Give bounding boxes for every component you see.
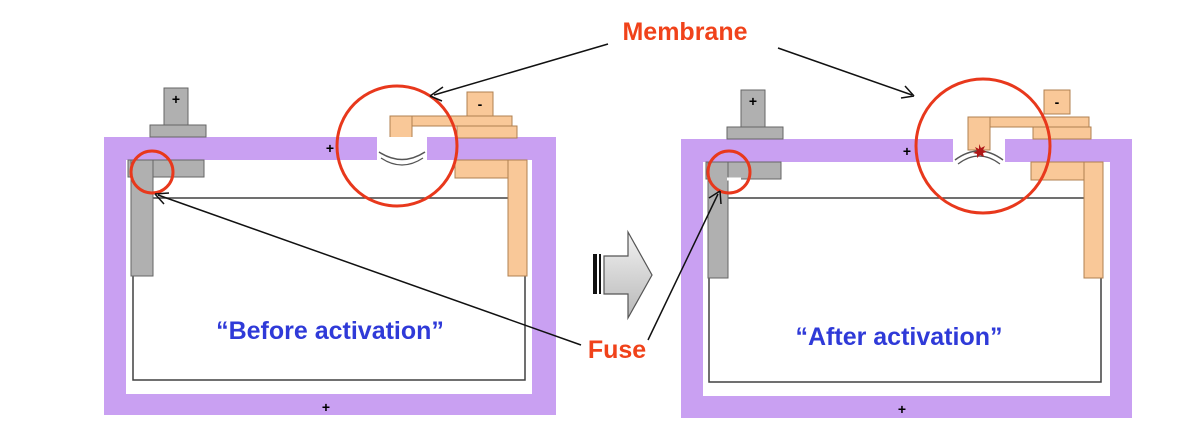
positive-terminal-sign: + bbox=[172, 91, 180, 107]
fuse-label: Fuse bbox=[588, 336, 646, 364]
membrane-contact-pin bbox=[389, 115, 413, 139]
positive-terminal-sign: + bbox=[749, 93, 757, 109]
electrode-assembly bbox=[708, 197, 1102, 383]
membrane-intact-inner bbox=[380, 157, 424, 166]
positive-terminal-base bbox=[149, 124, 207, 138]
battery-after: + - + + “After activation” bbox=[681, 77, 1132, 418]
case-bottom-sign: + bbox=[898, 401, 906, 417]
fuse-highlight-circle bbox=[706, 149, 752, 195]
membrane-intact bbox=[378, 151, 426, 161]
positive-lead bbox=[707, 161, 729, 279]
membrane-vent-opening bbox=[377, 137, 427, 160]
membrane-highlight-circle bbox=[335, 84, 459, 208]
membrane-label: Membrane bbox=[622, 18, 747, 46]
negative-lead bbox=[1083, 161, 1104, 279]
contact-spark-icon bbox=[973, 144, 987, 158]
electrode-assembly bbox=[132, 197, 526, 381]
case-top-sign: + bbox=[903, 143, 911, 159]
negative-terminal-post bbox=[1043, 89, 1071, 115]
fuse-highlight-circle bbox=[129, 149, 175, 195]
negative-terminal-sign: - bbox=[1055, 94, 1060, 110]
caption-after: “After activation” bbox=[796, 323, 1003, 351]
transition-arrow-icon bbox=[593, 229, 653, 321]
positive-lead bbox=[130, 159, 154, 277]
caption-before: “Before activation” bbox=[216, 317, 444, 345]
membrane-highlight-circle bbox=[914, 77, 1052, 215]
case-top-sign: + bbox=[326, 140, 334, 156]
fuse-pointer-left bbox=[154, 192, 582, 346]
battery-before: + - + + “Before activation” bbox=[104, 84, 556, 415]
positive-terminal-post bbox=[740, 89, 766, 129]
negative-terminal-sign: - bbox=[478, 96, 483, 112]
membrane-pointer-left bbox=[429, 43, 609, 102]
membrane-pointer-right bbox=[777, 47, 915, 99]
negative-lead bbox=[507, 159, 528, 277]
negative-terminal-base bbox=[1032, 126, 1092, 140]
fuse-pointer-right bbox=[647, 190, 722, 341]
case-bottom-sign: + bbox=[322, 399, 330, 415]
negative-terminal-base bbox=[456, 125, 518, 139]
positive-terminal-base bbox=[726, 126, 784, 140]
